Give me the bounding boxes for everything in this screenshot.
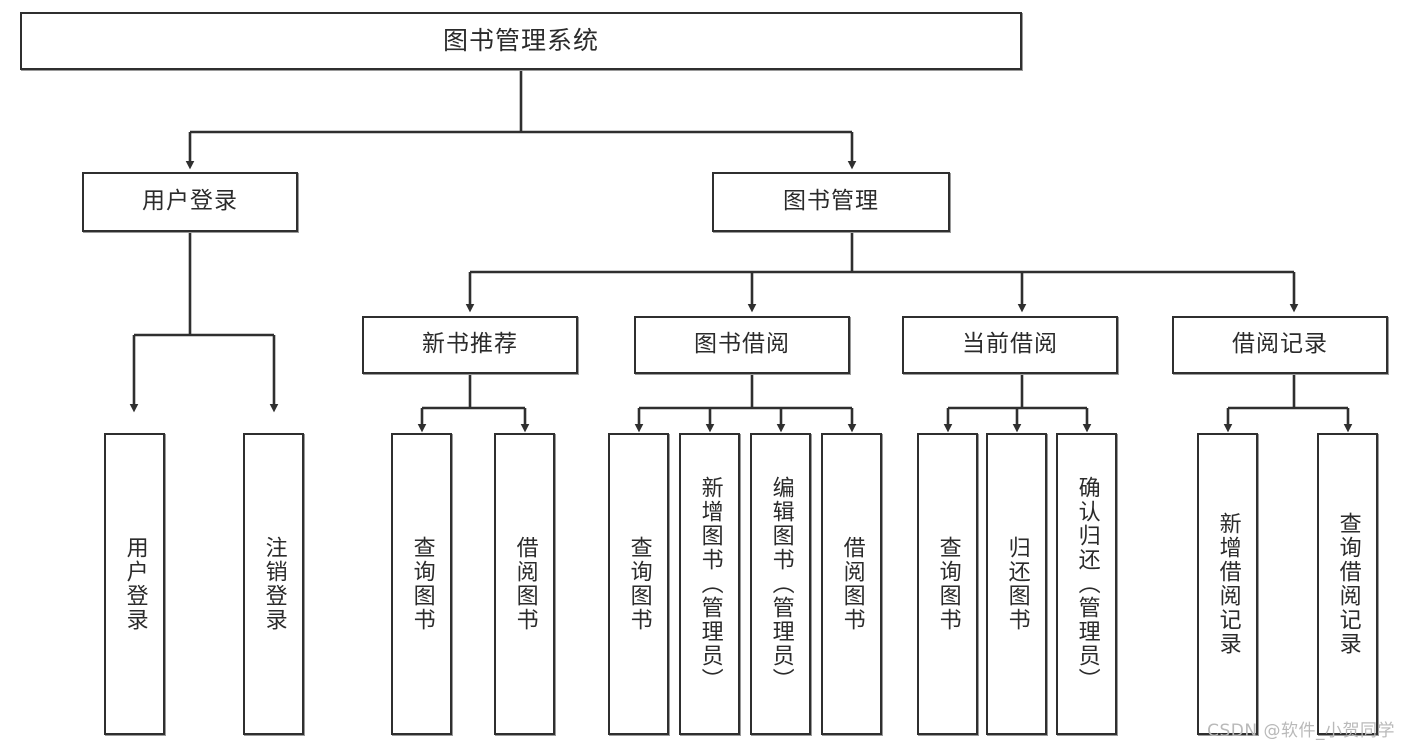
node-book-management[interactable]: 图书管理 bbox=[712, 172, 950, 232]
leaf-query-borrow-record[interactable]: 查询借阅记录 bbox=[1317, 433, 1378, 735]
leaf-logout-login[interactable]: 注销登录 bbox=[243, 433, 304, 735]
leaf-borrow-book-new-recommend[interactable]: 借阅图书 bbox=[494, 433, 555, 735]
node-borrow-record[interactable]: 借阅记录 bbox=[1172, 316, 1388, 374]
leaf-add-borrow-record[interactable]: 新增借阅记录 bbox=[1197, 433, 1258, 735]
leaf-edit-book-admin[interactable]: 编辑图书（管理员） bbox=[750, 433, 811, 735]
node-current-borrow[interactable]: 当前借阅 bbox=[902, 316, 1118, 374]
leaf-borrow-book-borrow[interactable]: 借阅图书 bbox=[821, 433, 882, 735]
node-book-borrow[interactable]: 图书借阅 bbox=[634, 316, 850, 374]
node-root-book-management-system[interactable]: 图书管理系统 bbox=[20, 12, 1022, 70]
node-user-login[interactable]: 用户登录 bbox=[82, 172, 298, 232]
leaf-user-login[interactable]: 用户登录 bbox=[104, 433, 165, 735]
csdn-watermark: CSDN @软件_小贺同学 bbox=[1207, 721, 1395, 741]
leaf-confirm-return-admin[interactable]: 确认归还（管理员） bbox=[1056, 433, 1117, 735]
leaf-add-book-admin[interactable]: 新增图书（管理员） bbox=[679, 433, 740, 735]
leaf-query-book-borrow[interactable]: 查询图书 bbox=[608, 433, 669, 735]
leaf-query-book-new-recommend[interactable]: 查询图书 bbox=[391, 433, 452, 735]
leaf-query-book-current-borrow[interactable]: 查询图书 bbox=[917, 433, 978, 735]
node-new-book-recommend[interactable]: 新书推荐 bbox=[362, 316, 578, 374]
leaf-return-book[interactable]: 归还图书 bbox=[986, 433, 1047, 735]
